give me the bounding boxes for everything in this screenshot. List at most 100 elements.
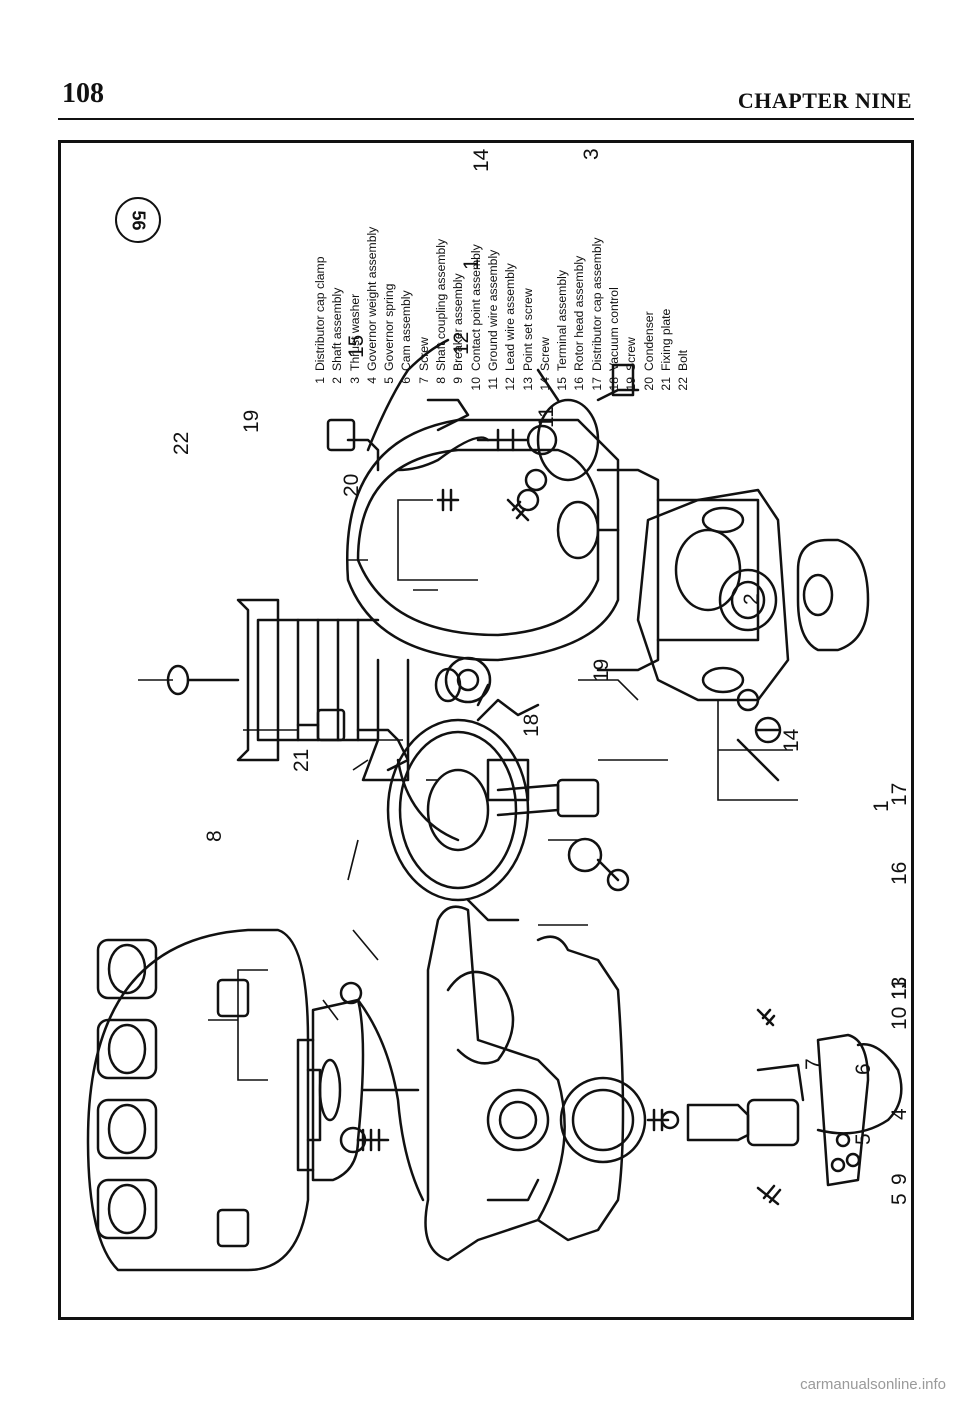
leader-16 — [322, 999, 339, 1021]
legend-item-number: 11 — [485, 377, 500, 390]
callout-13: 13 — [888, 977, 911, 1000]
legend-item-number: 17 — [589, 377, 604, 391]
leader-8 — [717, 700, 798, 801]
legend-item: 19 Screw — [623, 186, 640, 401]
callout-15: 15 — [345, 335, 368, 358]
legend-item-label: Distributor cap assembly — [589, 237, 604, 371]
callout-10: 10 — [888, 1007, 911, 1030]
callout-7: 7 — [802, 1058, 825, 1070]
callout-19b: 19 — [590, 659, 613, 682]
chapter-title: CHAPTER NINE — [737, 88, 912, 113]
clamp-lead-drawing — [296, 338, 600, 842]
legend-item: 18 Vacuum control — [606, 186, 623, 401]
legend-item-label: Thrust washer — [347, 293, 362, 371]
callout-19a: 19 — [240, 410, 263, 433]
legend-item-number: 7 — [416, 377, 431, 384]
page-number: 108 — [62, 78, 104, 109]
legend-item: 10 Contact point assembly — [468, 186, 485, 401]
callout-14a: 14 — [470, 148, 493, 172]
legend-item-number: 13 — [520, 377, 535, 391]
legend-item-number: 18 — [607, 377, 622, 391]
legend-item-label: Contact point assembly — [468, 244, 483, 371]
legend-item-label: Screw — [624, 337, 639, 371]
callout-20: 20 — [340, 474, 363, 497]
legend-item: 9 Breaker assembly — [450, 186, 467, 401]
legend-item: 11 Ground wire assembly — [485, 186, 502, 401]
legend-item-label: Screw — [537, 337, 552, 371]
callout-11b: 11 — [888, 978, 911, 1000]
legend-item-label: Fixing plate — [658, 308, 673, 371]
legend-item: 22 Bolt — [675, 186, 692, 401]
legend-item-label: Lead wire assembly — [503, 263, 518, 371]
callout-3: 3 — [580, 148, 603, 160]
callout-1a: 1 — [460, 258, 483, 270]
footer-watermark-url: carmanualsonline.info — [800, 1376, 946, 1393]
legend-item-number: 6 — [399, 377, 414, 384]
legend-item-label: Distributor cap clamp — [313, 256, 327, 371]
leader-15 — [397, 499, 478, 581]
callout-2: 2 — [740, 593, 763, 605]
legend-item-label: Condenser — [641, 311, 656, 371]
legend-item-number: 19 — [624, 377, 639, 391]
legend-item-number: 21 — [658, 377, 673, 391]
legend-item-label: Governor weight assembly — [364, 226, 379, 371]
cam-governor-drawing — [646, 1008, 903, 1206]
legend-item-label: Rotor head assembly — [572, 255, 587, 371]
legend-item-number: 10 — [468, 377, 483, 391]
legend-item-label: Vacuum control — [607, 287, 622, 371]
callout-22: 22 — [170, 432, 193, 455]
legend-item-label: Cam assembly — [399, 290, 414, 371]
legend-item: 7 Screw — [416, 186, 433, 401]
legend-item: 17 Distributor cap assembly — [589, 186, 606, 401]
legend-item-label: Terminal assembly — [555, 270, 570, 371]
legend-item-number: 14 — [537, 377, 552, 391]
legend-item-label: Bolt — [676, 349, 691, 371]
callout-5b: 5 — [888, 1193, 911, 1205]
figure-frame — [58, 140, 914, 1320]
legend-item-label: Shaft coupling assembly — [434, 238, 449, 371]
legend-item: 3 Thrust washer — [347, 186, 364, 401]
legend-item-number: 9 — [451, 377, 466, 384]
legend-item-number: 22 — [676, 377, 691, 391]
callout-8: 8 — [203, 830, 226, 842]
breaker-plate-drawing — [424, 905, 647, 1262]
rotor-drawing — [296, 998, 420, 1182]
callout-18: 18 — [520, 714, 543, 737]
callout-5a: 5 — [852, 1133, 875, 1145]
legend-item-number: 15 — [555, 377, 570, 391]
callout-16: 16 — [888, 862, 911, 885]
legend-item-number: 8 — [434, 377, 449, 384]
legend-item: 14 Screw — [537, 186, 554, 401]
legend-item-label: Ground wire assembly — [485, 249, 500, 371]
header-rule — [58, 118, 914, 120]
legend-item-label: Breaker assembly — [451, 273, 466, 371]
vacuum-control-drawing — [386, 683, 630, 922]
legend-item: 21 Fixing plate — [658, 186, 675, 401]
callout-12: 12 — [450, 332, 473, 355]
leader-1a — [352, 759, 369, 771]
legend-item-number: 2 — [330, 377, 345, 384]
legend-item-label: Screw — [416, 337, 431, 371]
ground-wire-drawing — [339, 981, 425, 1202]
legend-item: 15 Terminal assembly — [554, 186, 571, 401]
callout-11a: 11 — [535, 406, 558, 428]
legend-item: 8 Shaft coupling assembly — [433, 186, 450, 401]
legend-item-label: Governor spring — [382, 283, 397, 371]
leader-14b — [347, 839, 359, 881]
legend-item-number: 12 — [503, 377, 518, 391]
legend-item-number: 3 — [347, 377, 362, 384]
fixing-plate-coupling-drawing — [636, 488, 870, 782]
legend-item: 12 Lead wire assembly — [502, 186, 519, 401]
callout-4: 4 — [888, 1108, 911, 1120]
leader-22 — [578, 679, 639, 701]
callout-17: 17 — [888, 783, 911, 806]
